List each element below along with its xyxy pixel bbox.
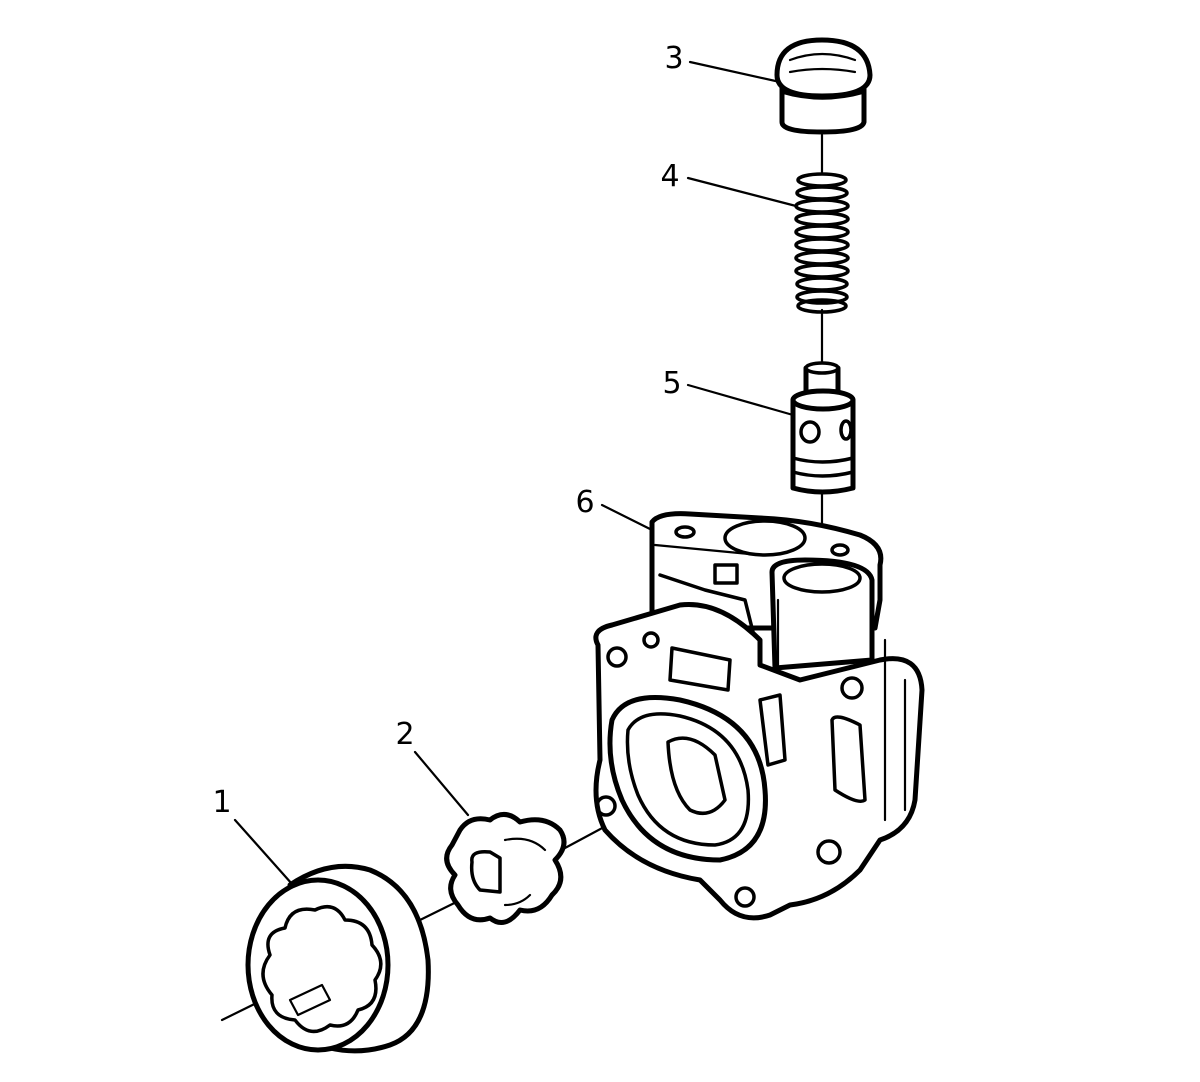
callout-6: 6	[575, 485, 594, 520]
leader-lines	[233, 60, 798, 886]
oil-pump-outer-rotor-icon	[245, 863, 431, 1054]
callout-4: 4	[660, 159, 679, 194]
callout-5: 5	[662, 366, 681, 401]
callout-3: 3	[664, 41, 683, 76]
oil-pump-inner-rotor-icon	[444, 812, 567, 925]
relief-valve-plug-icon	[774, 37, 873, 135]
callout-1: 1	[212, 785, 231, 820]
relief-valve-piston-icon	[790, 361, 856, 495]
callout-2: 2	[395, 717, 414, 752]
relief-valve-spring-icon	[794, 172, 850, 314]
oil-pump-housing-icon	[593, 511, 925, 921]
callout-labels: 1 2 3 4 5 6	[212, 41, 683, 820]
